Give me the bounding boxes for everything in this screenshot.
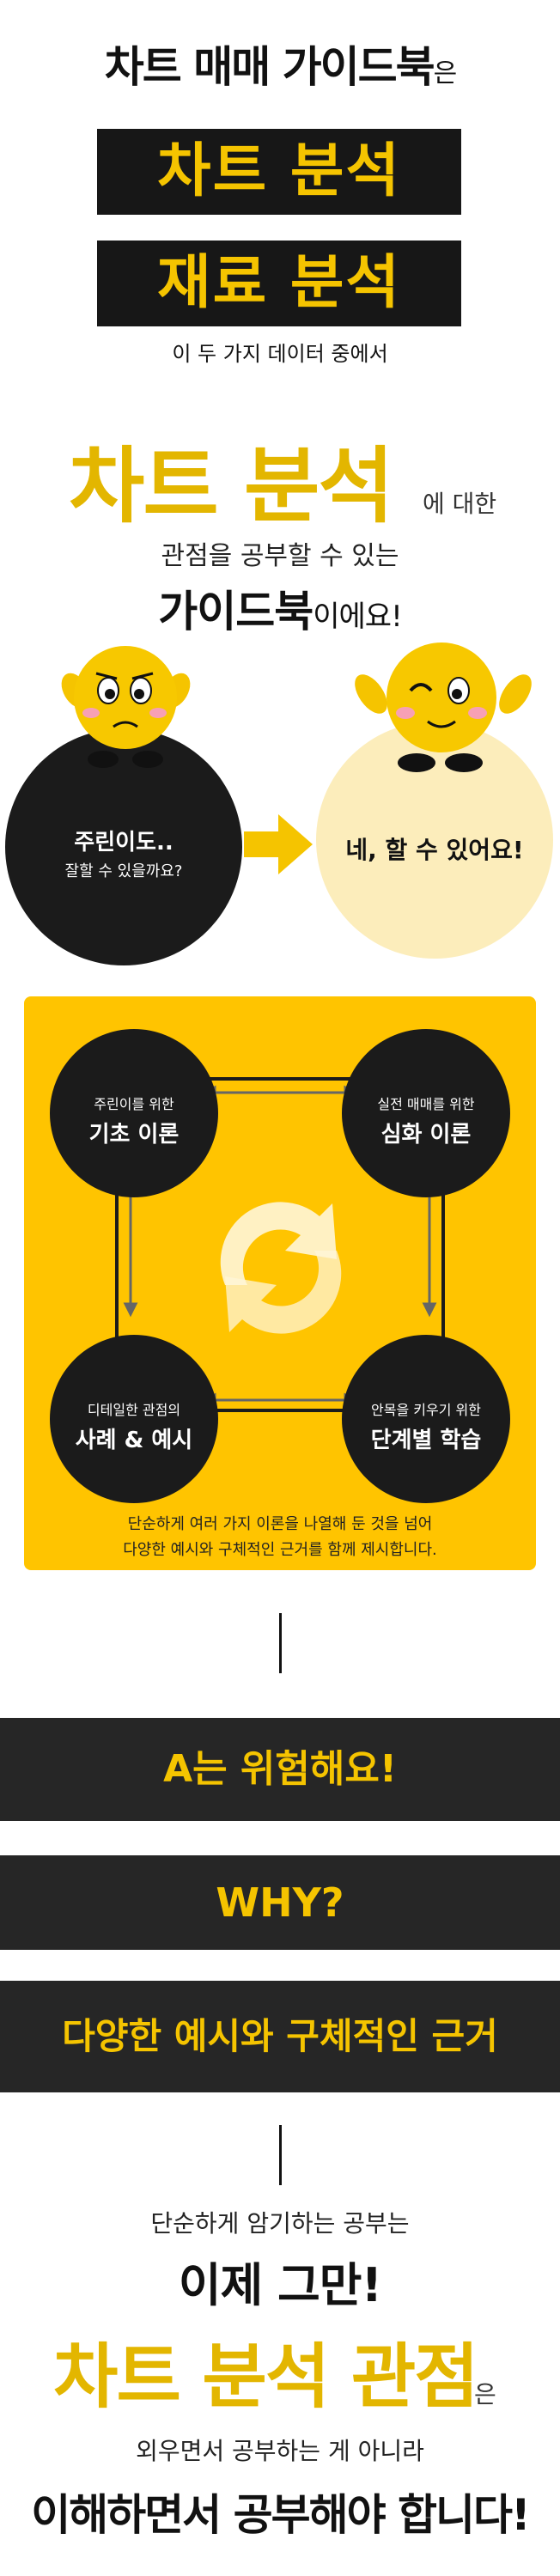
node-step-learning: 안목을 키우기 위한 단계별 학습 — [342, 1335, 510, 1503]
node-step-learning-title: 단계별 학습 — [370, 1428, 482, 1453]
panel-text-2: 다양한 예시와 구체적인 근거를 함께 제시합니다. — [123, 1541, 437, 1559]
big-chart-analysis: 차트 분석 — [69, 438, 394, 534]
node-advanced-theory-title: 심화 이론 — [380, 1122, 472, 1148]
banner-why: WHY? — [0, 1855, 560, 1950]
node-step-learning-caption: 안목을 키우기 위한 — [371, 1402, 481, 1418]
big-suffix: 에 대한 — [423, 490, 497, 518]
closing-line1: 단순하게 암기하는 공부는 — [150, 2209, 410, 2238]
closing-chart-perspective: 차트 분석 관점 — [53, 2336, 479, 2418]
title-suffix: 은 — [433, 58, 458, 88]
chart-analysis-box: 차트 분석 — [97, 129, 461, 215]
banner-evidence: 다양한 예시와 구체적인 근거 — [0, 1981, 560, 2092]
node-basic-theory-caption: 주린이를 위한 — [94, 1096, 174, 1112]
intro-line3: 가이드북이에요! — [0, 577, 560, 639]
node-cases-examples: 디테일한 관점의 사례 & 예시 — [50, 1335, 218, 1503]
node-basic-theory: 주린이를 위한 기초 이론 — [50, 1029, 218, 1197]
node-basic-theory-title: 기초 이론 — [88, 1122, 180, 1148]
worried-subtitle: 잘할 수 있을까요? — [64, 862, 183, 880]
intro-line3-suffix: 이에요! — [313, 600, 402, 634]
happy-title: 네, 할 수 있어요! — [345, 836, 524, 864]
node-cases-examples-title: 사례 & 예시 — [75, 1428, 193, 1453]
page-title: 차트 매매 가이드북은 — [0, 33, 560, 94]
worried-character-icon — [61, 646, 191, 768]
refresh-cycle-icon — [220, 1202, 342, 1334]
subtitle: 이 두 가지 데이터 중에서 — [172, 342, 388, 366]
material-analysis-box: 재료 분석 — [97, 241, 461, 326]
arrow-right-icon — [244, 814, 313, 874]
closing-line5: 이해하면서 공부해야 합니다! — [31, 2490, 531, 2540]
panel-text-1: 단순하게 여러 가지 이론을 나열해 둔 것을 넘어 — [127, 1515, 433, 1533]
worried-title: 주린이도.. — [74, 830, 173, 856]
vertical-divider — [279, 1613, 282, 1673]
closing-line3-suffix: 은 — [474, 2380, 496, 2409]
closing-line2: 이제 그만! — [178, 2258, 382, 2312]
banner-risk: A는 위험해요! — [0, 1718, 560, 1821]
vertical-divider — [279, 2125, 282, 2185]
title-main: 차트 매매 가이드북 — [104, 42, 435, 92]
intro-line2: 관점을 공부할 수 있는 — [161, 541, 399, 571]
worried-circle — [5, 728, 242, 965]
node-cases-examples-caption: 디테일한 관점의 — [87, 1402, 181, 1418]
happy-character-icon — [355, 642, 532, 772]
node-advanced-theory: 실전 매매를 위한 심화 이론 — [342, 1029, 510, 1197]
guidebook-word: 가이드북 — [158, 587, 313, 636]
closing-line4: 외우면서 공부하는 게 아니라 — [136, 2437, 424, 2465]
node-advanced-theory-caption: 실전 매매를 위한 — [377, 1096, 475, 1112]
